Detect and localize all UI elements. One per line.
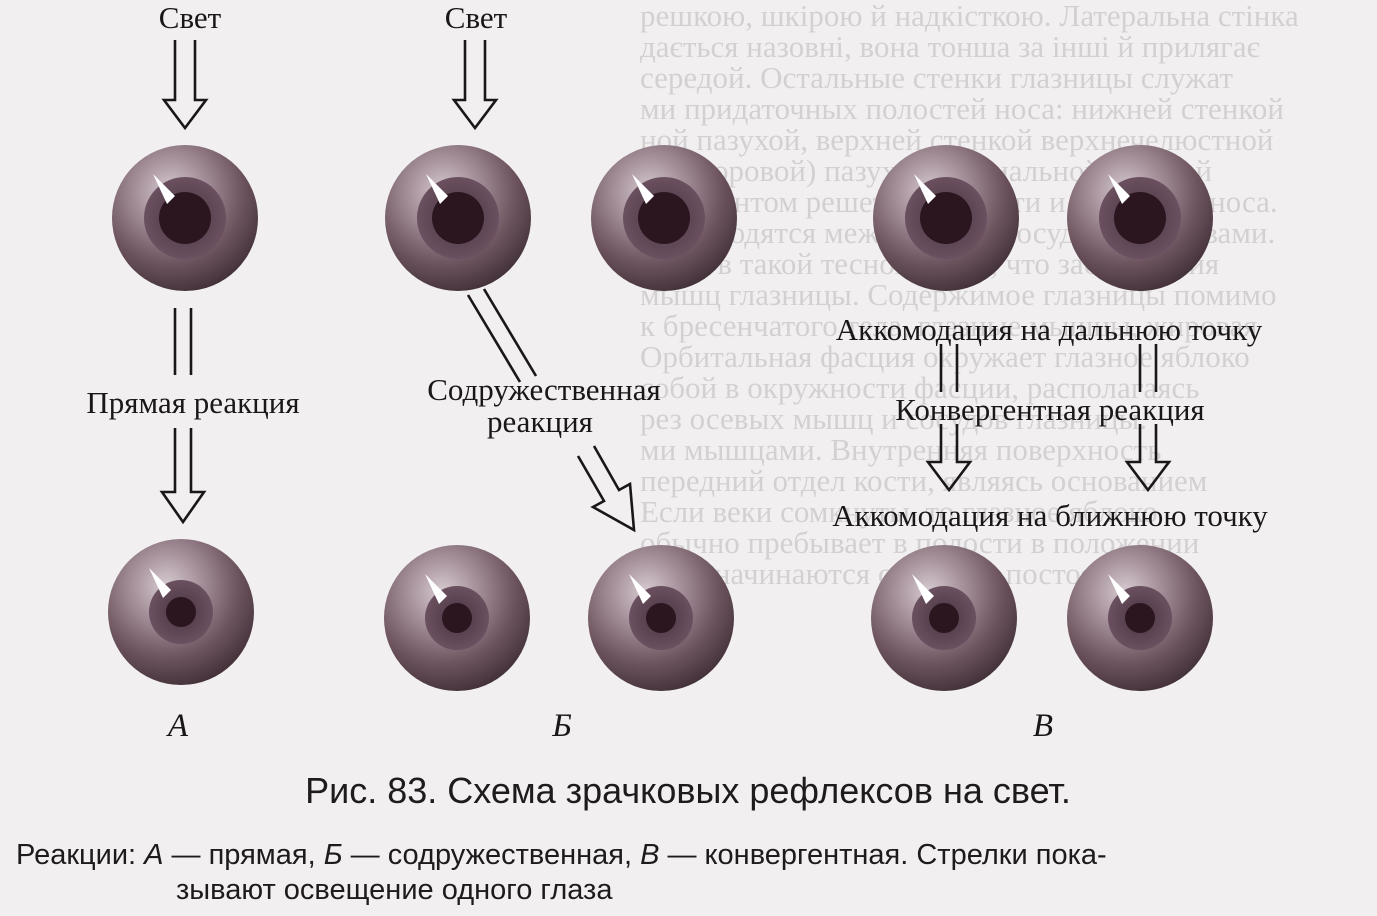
eye-a-top xyxy=(112,145,258,291)
panel-label-b: Б xyxy=(552,708,572,744)
panel-label-a: А xyxy=(167,708,189,744)
caption-letter-a: А xyxy=(144,839,164,871)
caption-c-text: — конвергентная. Стрелки пока- xyxy=(659,839,1107,871)
convergent-arrow-left-icon xyxy=(925,344,973,493)
pupillary-reflex-diagram xyxy=(108,40,1213,691)
eye-b-bottom-left xyxy=(384,545,530,691)
panel-label-c: В xyxy=(1032,708,1054,744)
eye-c-top-right xyxy=(1067,145,1213,291)
caption-b-text: — содружественная, xyxy=(342,839,641,871)
figure-caption-text: Реакции: А — прямая, Б — содружественная… xyxy=(16,838,1366,908)
caption-letter-c: В xyxy=(640,839,660,871)
eye-b-bottom-right xyxy=(588,545,734,691)
caption-prefix: Реакции: xyxy=(16,839,145,871)
light-label-a: Свет xyxy=(158,0,222,35)
eye-a-bottom xyxy=(108,539,254,685)
light-arrow-b-icon xyxy=(451,40,499,131)
eye-c-bottom-right xyxy=(1067,545,1213,691)
caption-line-2: зывают освещение одного глаза xyxy=(176,874,613,906)
eye-c-bottom-left xyxy=(871,545,1017,691)
accommodation-near-label: Аккомодация на ближнюю точку xyxy=(832,498,1268,533)
consensual-reaction-label-line2: реакция xyxy=(487,404,593,439)
eye-c-top-left xyxy=(873,145,1019,291)
consensual-reaction-label-line1: Содружественная xyxy=(427,372,661,407)
caption-a-text: — прямая, xyxy=(163,839,324,871)
light-arrow-a-icon xyxy=(161,40,209,131)
eye-b-top-left xyxy=(385,145,531,291)
convergent-reaction-label: Конвергентная реакция xyxy=(895,392,1205,427)
figure-caption-title: Рис. 83. Схема зрачковых рефлексов на св… xyxy=(305,770,1071,811)
light-label-b: Свет xyxy=(444,0,508,35)
direct-reaction-arrow-icon xyxy=(159,308,207,525)
accommodation-far-label: Аккомодация на дальнюю точку xyxy=(835,312,1263,347)
direct-reaction-label: Прямая реакция xyxy=(86,385,300,420)
convergent-arrow-right-icon xyxy=(1124,344,1172,493)
caption-letter-b: Б xyxy=(323,839,343,871)
eye-b-top-right xyxy=(591,145,737,291)
consensual-reaction-arrow-icon xyxy=(466,288,636,533)
